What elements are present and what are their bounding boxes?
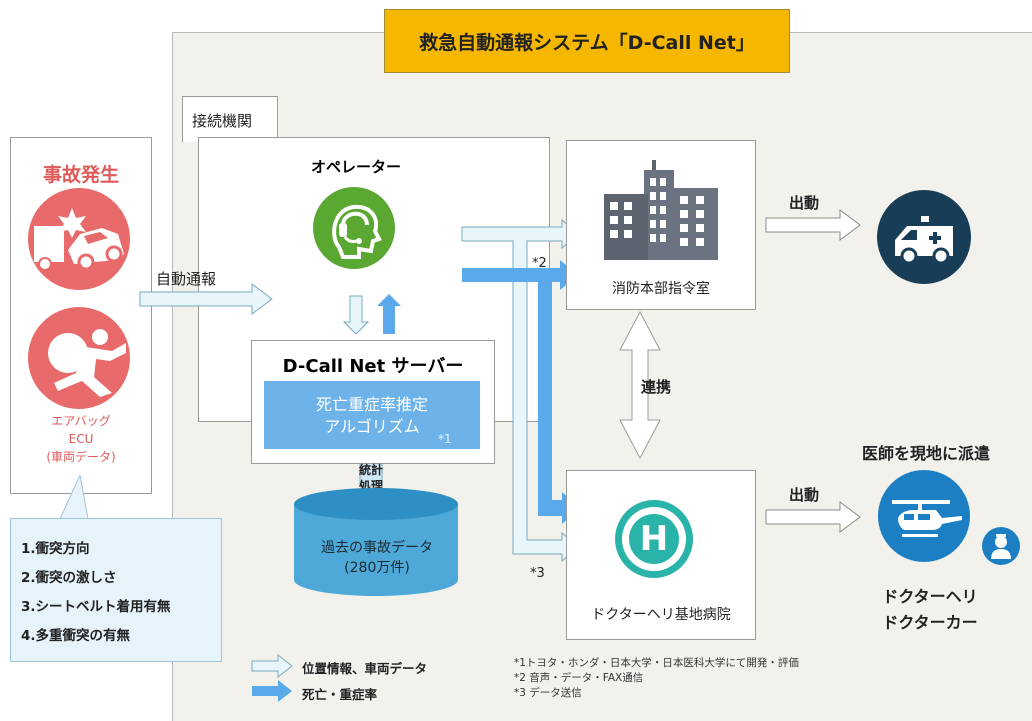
accident-title: 事故発生 <box>42 164 119 186</box>
list-item: 3.シートベルト着用有無 <box>21 599 171 615</box>
dispatch-label-2: 出動 <box>789 486 820 504</box>
legend-item-2: 死亡・重症率 <box>302 687 378 702</box>
doctor-heli-label: ドクターヘリ <box>882 587 978 606</box>
operator-icon <box>313 187 395 269</box>
past-data-label: 過去の事故データ (280万件) <box>292 538 462 578</box>
algorithm-footnote-mark: *1 <box>438 432 452 446</box>
building-icon <box>604 160 718 260</box>
airbag-line-1: エアバッグ <box>51 414 111 428</box>
hospital-icon: H <box>615 500 693 578</box>
fire-hq-label: 消防本部指令室 <box>612 281 710 297</box>
algorithm-line-1: 死亡重症率推定 <box>315 395 428 414</box>
list-item: 1.衝突方向 <box>21 541 90 557</box>
footnote-mark-3: *3 <box>530 566 545 581</box>
legend-blue-arrow <box>252 680 292 702</box>
footnote-1: *1トヨタ・ホンダ・日本大学・日本医科大学にて開発・評価 <box>514 657 799 669</box>
car-crash-icon <box>28 188 130 290</box>
footnote-3: *3 データ送信 <box>514 687 582 699</box>
page-title: 救急自動通報システム「D-Call Net」 <box>384 9 790 73</box>
footnotes: *1トヨタ・ホンダ・日本大学・日本医科大学にて開発・評価 *2 音声・データ・F… <box>514 656 799 701</box>
past-data-cylinder <box>294 488 458 596</box>
operator-label: オペレーター <box>310 158 401 176</box>
list-item: 2.衝突の激しさ <box>21 570 117 586</box>
coordination-arrow <box>619 310 661 460</box>
footnote-2: *2 音声・データ・FAX通信 <box>514 672 644 684</box>
send-doctor-label: 医師を現地に派遣 <box>862 444 991 463</box>
hospital-label: ドクターヘリ基地病院 <box>591 607 731 623</box>
connection-org-tab <box>182 96 278 142</box>
helicopter-icon <box>878 470 970 562</box>
legend-item-1: 位置情報、車両データ <box>302 661 428 676</box>
coordination-label: 連携 <box>641 378 672 396</box>
doctor-vehicle-labels: ドクターヘリ ドクターカー <box>870 584 990 636</box>
algorithm-box: 死亡重症率推定 アルゴリズム <box>264 381 480 449</box>
operator-down-arrow <box>342 295 370 335</box>
mortality-data-arrow <box>462 260 580 524</box>
footnote-mark-2: *2 <box>532 256 547 271</box>
airbag-line-3: (車両データ) <box>46 450 116 464</box>
dispatch-arrow-1 <box>765 209 861 241</box>
list-item: 4.多重衝突の有無 <box>21 628 131 644</box>
server-up-arrow <box>377 294 401 334</box>
doctor-car-label: ドクターカー <box>882 613 978 632</box>
auto-report-label: 自動通報 <box>156 270 217 288</box>
past-data-line-1: 過去の事故データ <box>321 540 433 556</box>
airbag-icon <box>28 307 130 409</box>
airbag-label: エアバッグ ECU (車両データ) <box>10 412 152 466</box>
stats-line-1: 統計 <box>358 463 383 477</box>
auto-report-arrow <box>139 283 273 315</box>
connection-org-label: 接続機関 <box>192 112 253 130</box>
airbag-line-2: ECU <box>68 432 94 446</box>
doctor-icon <box>982 527 1020 565</box>
ambulance-icon <box>877 190 971 284</box>
vehicle-data-list: 1.衝突方向 2.衝突の激しさ 3.シートベルト着用有無 4.多重衝突の有無 <box>10 518 222 662</box>
past-data-line-2: (280万件) <box>344 560 410 576</box>
algorithm-line-2: アルゴリズム <box>324 417 420 436</box>
dispatch-arrow-2 <box>765 501 861 533</box>
dispatch-label-1: 出動 <box>789 194 820 212</box>
server-title: D-Call Net サーバー <box>282 356 464 377</box>
legend-light-arrow <box>251 653 293 679</box>
